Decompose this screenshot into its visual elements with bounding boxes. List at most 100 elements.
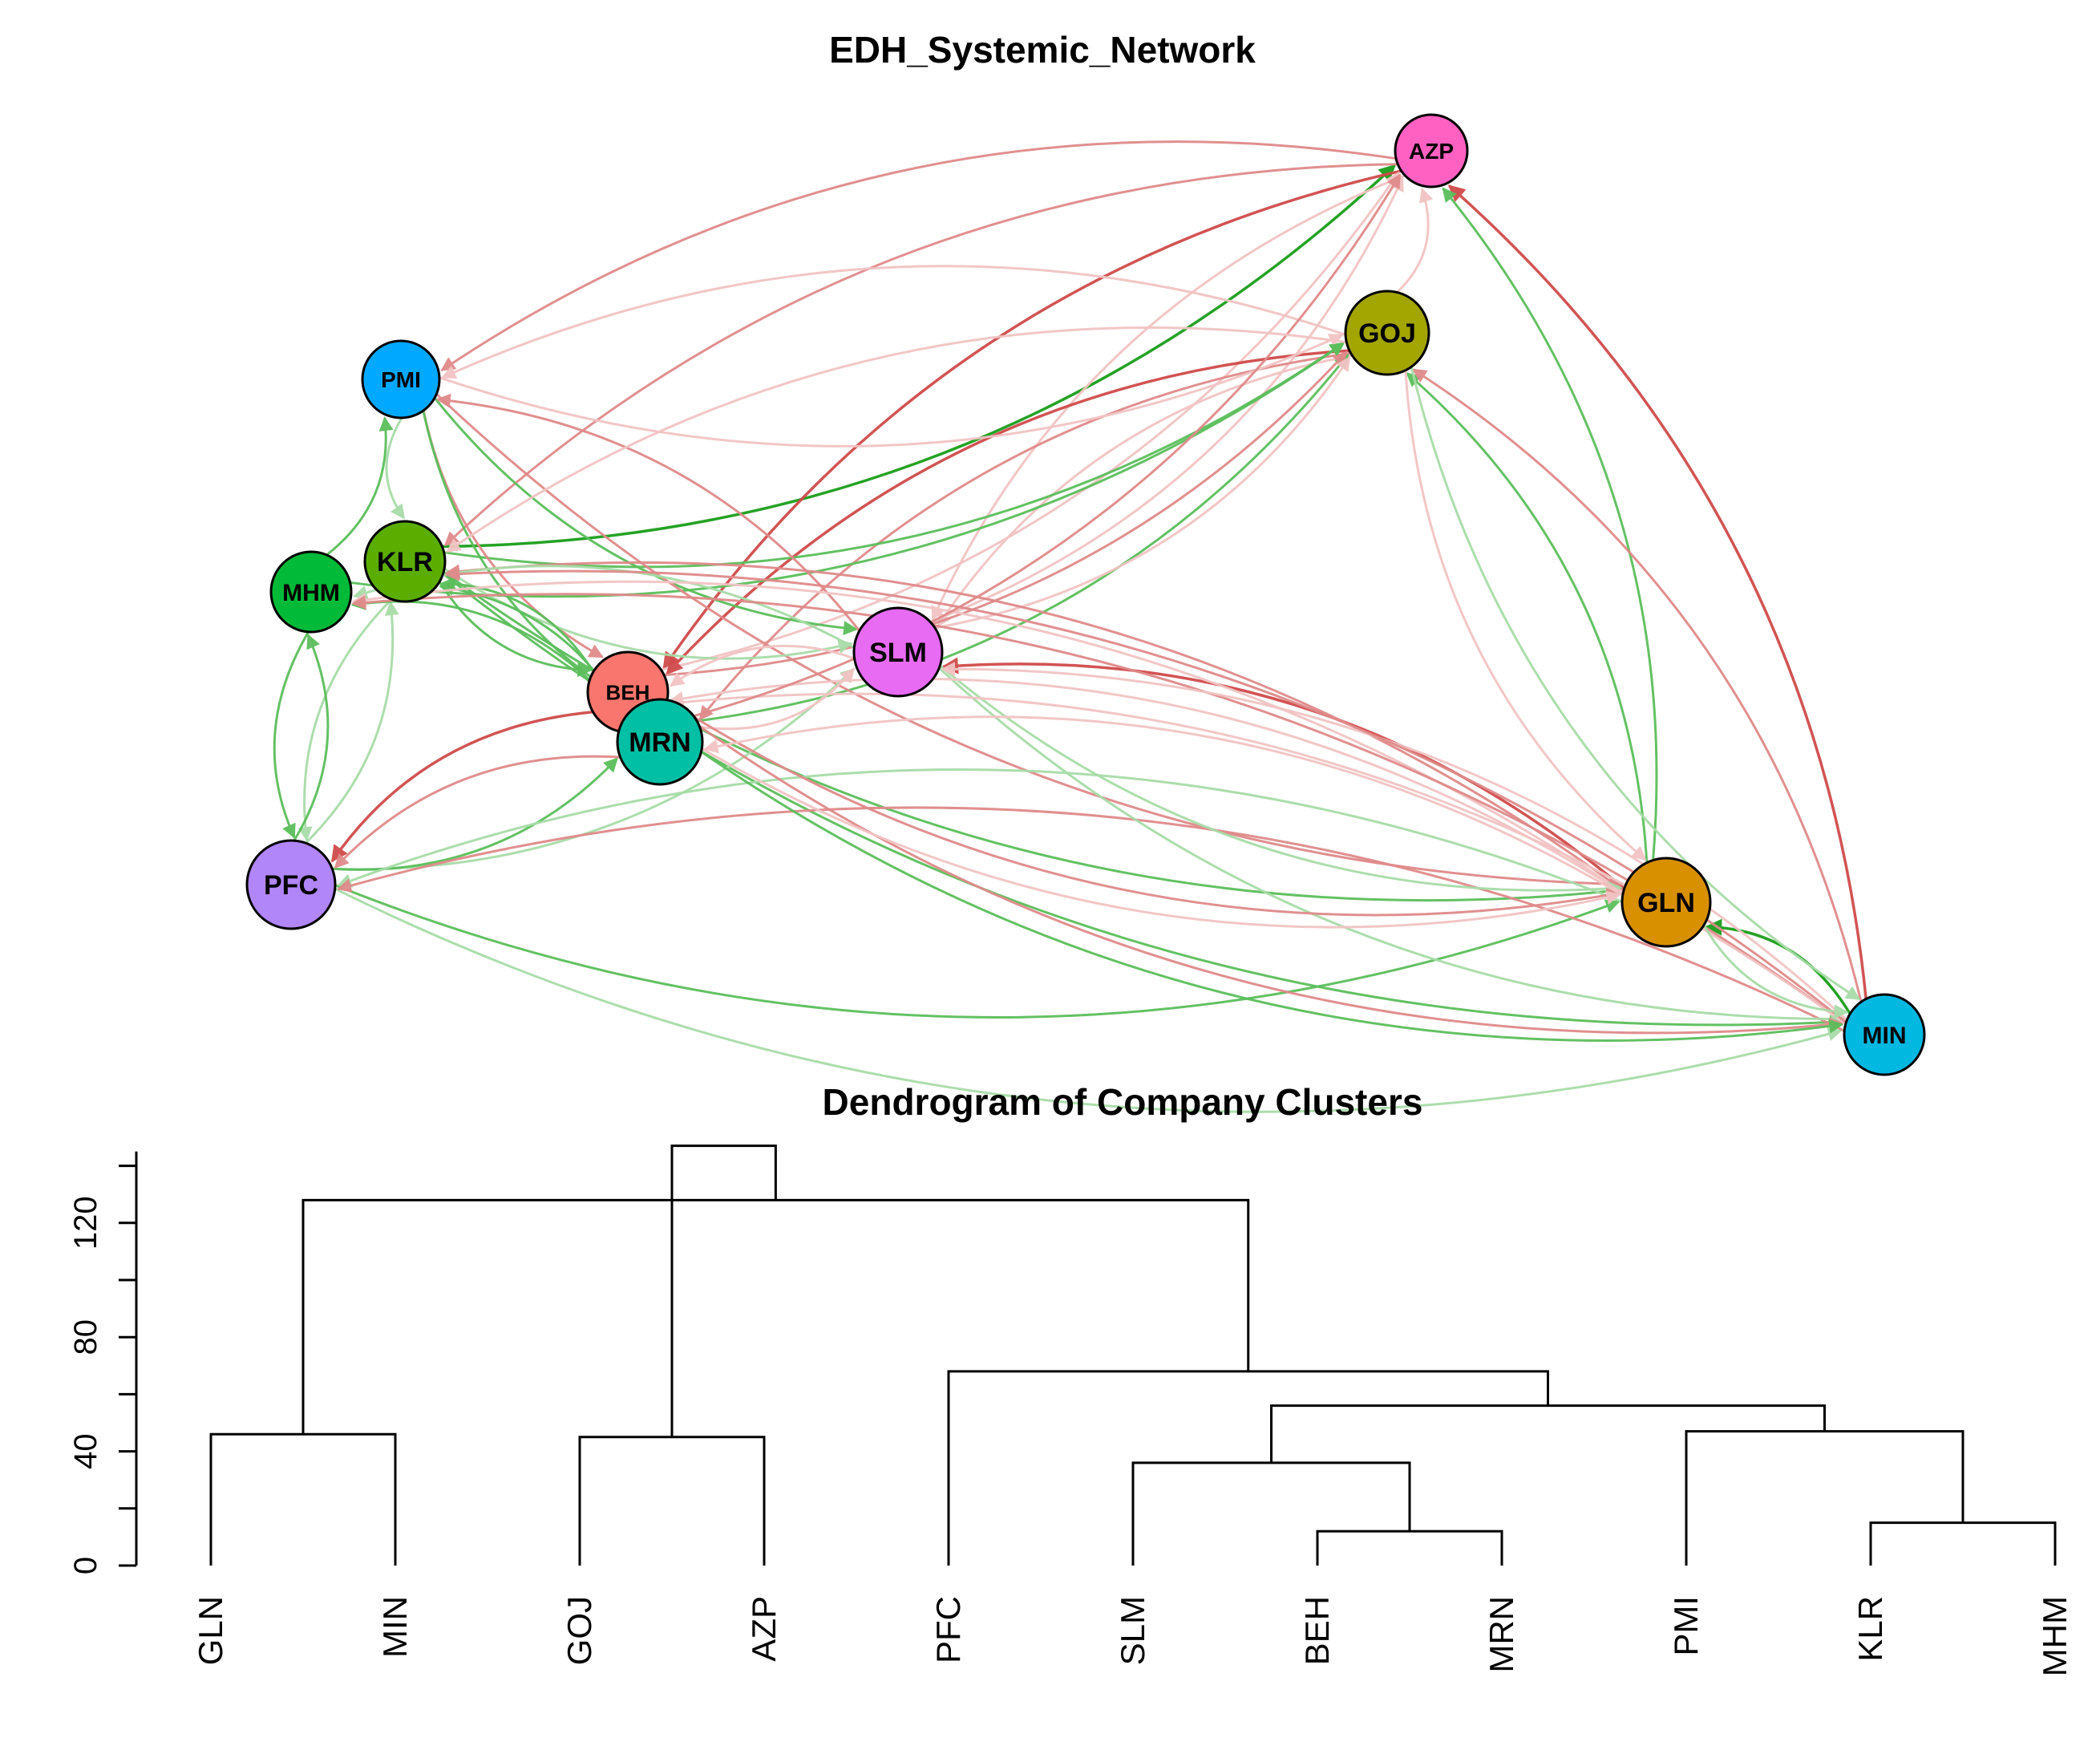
edge-mrn-to-goj [697, 353, 1349, 723]
edge-min-to-mhm [351, 593, 1847, 1025]
leaf-label-goj: GOJ [560, 1596, 598, 1665]
y-tick-label: 40 [68, 1433, 103, 1469]
edge-mrn-to-azp [693, 173, 1402, 718]
y-tick-label: 80 [68, 1319, 103, 1355]
edge-mrn-to-pfc [334, 755, 621, 869]
leaf-label-min: MIN [376, 1596, 414, 1658]
node-gln[interactable]: GLN [1621, 857, 1712, 948]
leaf-label-beh: BEH [1298, 1596, 1336, 1665]
edge-slm-to-azp [929, 176, 1404, 623]
leaf-label-slm: SLM [1114, 1596, 1151, 1665]
edge-slm-to-goj [934, 356, 1351, 630]
dendrogram-links [209, 1144, 2057, 1566]
edge-min-to-azp [1447, 184, 1867, 999]
node-azp[interactable]: AZP [1394, 113, 1469, 188]
edge-beh-to-min [666, 701, 1844, 1035]
node-label-klr: KLR [377, 547, 433, 577]
node-circle-pfc [245, 839, 337, 930]
edge-goj-to-pmi [441, 265, 1346, 379]
dendrogram-link-c5 [209, 1432, 397, 1566]
node-mhm[interactable]: MHM [269, 550, 353, 634]
edge-gln-to-pfc [337, 768, 1623, 903]
edge-gln-to-azp [1442, 187, 1658, 861]
edge-mrn-to-gln [701, 747, 1621, 929]
edge-klr-to-goj [443, 342, 1345, 569]
edge-beh-to-goj [664, 350, 1348, 677]
edge-pfc-to-min [334, 887, 1843, 1113]
dendrogram-link-c8 [947, 1370, 1549, 1566]
leaf-label-pfc: PFC [929, 1596, 967, 1663]
node-label-mhm: MHM [282, 580, 340, 606]
network-title: EDH_Systemic_Network [829, 29, 1256, 71]
node-circle-slm [852, 606, 944, 698]
node-goj[interactable]: GOJ [1344, 290, 1430, 376]
edge-goj-to-slm [937, 354, 1353, 628]
edge-gln-to-slm [941, 657, 1625, 890]
edge-pmi-to-goj [439, 334, 1344, 448]
dendrogram-title: Dendrogram of Company Clusters [823, 1081, 1423, 1123]
edge-beh-to-azp [661, 171, 1400, 671]
leaf-label-mhm: MHM [2036, 1596, 2074, 1676]
edge-beh-to-mhm [350, 596, 591, 681]
node-circle-goj [1344, 290, 1430, 376]
dendrogram-link-c3 [1131, 1461, 1411, 1566]
node-pmi[interactable]: PMI [361, 339, 441, 419]
edge-pfc-to-mrn [332, 757, 619, 871]
edge-min-to-pfc [336, 806, 1845, 1032]
edge-goj-to-klr [446, 326, 1347, 553]
leaf-label-gln: GLN [192, 1596, 229, 1665]
edge-goj-to-mrn [698, 352, 1351, 721]
network-edges [273, 140, 1867, 1113]
edge-pmi-to-klr [385, 417, 406, 520]
edge-goj-to-azp [1396, 187, 1434, 294]
edge-gln-to-mrn [703, 715, 1624, 897]
node-circle-mrn [616, 698, 704, 786]
edge-pmi-to-slm [433, 397, 859, 636]
edge-beh-to-klr [440, 576, 595, 673]
node-circle-pmi [361, 339, 441, 419]
edge-beh-to-gln [666, 699, 1621, 917]
node-label-beh: BEH [606, 680, 650, 704]
edge-gln-to-min [1702, 924, 1849, 1019]
node-label-azp: AZP [1409, 139, 1454, 164]
edge-mrn-to-min [700, 751, 1844, 1042]
edge-goj-to-beh [666, 349, 1350, 675]
dendrogram-link-c6 [1685, 1430, 1964, 1566]
edge-klr-to-azp [442, 164, 1397, 549]
node-klr[interactable]: KLR [363, 520, 447, 603]
edge-goj-to-min [1410, 367, 1861, 1001]
dendrogram-link-c7 [1270, 1404, 1826, 1463]
leaf-label-azp: AZP [745, 1596, 783, 1662]
node-label-pfc: PFC [264, 870, 318, 901]
edge-pfc-to-gln [334, 884, 1621, 1019]
dendrogram-link-c1 [1316, 1529, 1503, 1566]
node-circle-min [1843, 993, 1926, 1076]
node-label-pmi: PMI [381, 367, 421, 392]
node-min[interactable]: MIN [1843, 993, 1926, 1076]
edge-slm-to-beh [669, 644, 856, 687]
edge-pfc-to-mhm [293, 634, 330, 841]
edge-klr-to-beh [438, 581, 593, 678]
edge-min-to-slm [941, 662, 1848, 1022]
edge-slm-to-pmi [435, 393, 860, 632]
dendrogram-link-c9 [301, 1198, 1250, 1435]
edge-azp-to-beh [662, 169, 1402, 670]
node-label-slm: SLM [869, 638, 927, 668]
edge-mhm-to-pfc [273, 631, 310, 839]
edge-azp-to-klr [443, 163, 1398, 547]
node-circle-azp [1394, 113, 1469, 188]
node-slm[interactable]: SLM [852, 606, 944, 698]
node-pfc[interactable]: PFC [245, 839, 337, 930]
edge-pfc-to-slm [332, 667, 856, 871]
edge-gln-to-beh [669, 677, 1624, 895]
leaf-label-klr: KLR [1851, 1596, 1889, 1662]
y-tick-label: 0 [68, 1557, 103, 1574]
dendrogram-link-c10 [670, 1144, 777, 1437]
node-mrn[interactable]: MRN [616, 698, 704, 786]
edge-mrn-to-slm [699, 667, 855, 731]
edge-gln-to-klr [445, 561, 1625, 892]
edge-azp-to-slm [931, 174, 1406, 622]
